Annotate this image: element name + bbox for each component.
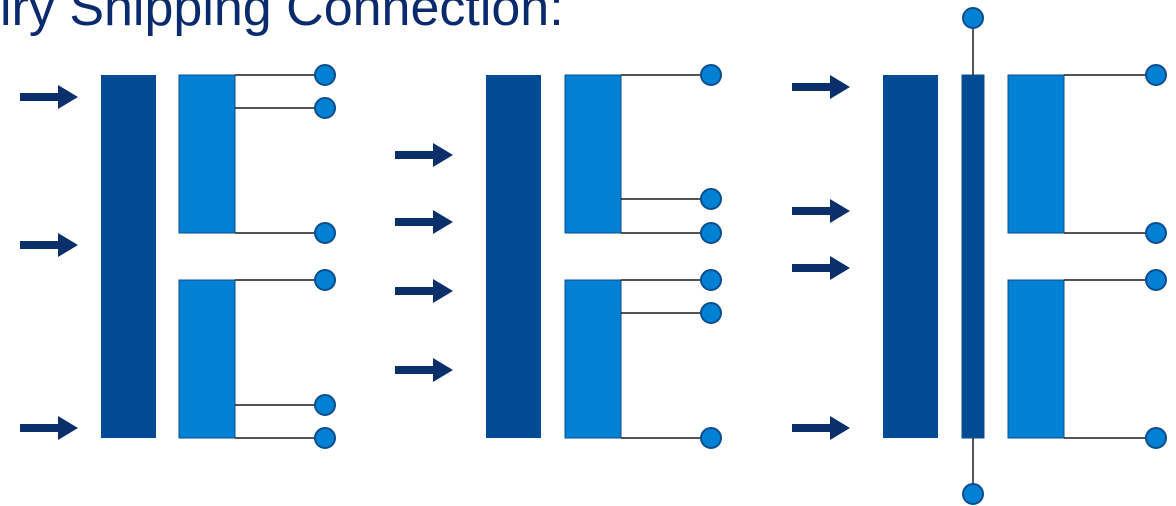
terminal: [700, 188, 722, 210]
winding-lower: [178, 279, 236, 439]
flow-arrow: [792, 199, 850, 223]
terminal: [314, 64, 336, 86]
terminal: [314, 427, 336, 449]
shield-bar: [961, 74, 985, 439]
winding-upper: [178, 74, 236, 234]
core-bar: [101, 75, 156, 438]
connection-diagram-2: [395, 64, 722, 449]
connection-diagram-3: [792, 7, 1167, 505]
flow-arrow: [20, 233, 78, 257]
flow-arrow: [20, 416, 78, 440]
terminal: [1145, 427, 1167, 449]
flow-arrow: [20, 85, 78, 109]
terminal: [314, 269, 336, 291]
flow-arrow: [395, 143, 453, 167]
winding-lower: [1007, 279, 1065, 439]
terminal: [700, 64, 722, 86]
flow-arrow: [792, 256, 850, 280]
terminal: [314, 394, 336, 416]
winding-upper: [1007, 74, 1065, 234]
terminal: [1145, 64, 1167, 86]
terminal: [314, 222, 336, 244]
flow-arrow: [792, 416, 850, 440]
winding-lower: [564, 279, 622, 439]
terminal: [700, 427, 722, 449]
page-title: iry Shipping Connection:: [0, 0, 564, 37]
terminal: [1145, 222, 1167, 244]
terminal: [700, 302, 722, 324]
connection-diagram-1: [20, 64, 336, 449]
winding-upper: [564, 74, 622, 234]
terminal-shield-top: [962, 7, 984, 29]
flow-arrow: [395, 210, 453, 234]
lead-lines: [621, 74, 701, 439]
flow-arrow: [395, 279, 453, 303]
terminal: [314, 97, 336, 119]
core-bar: [486, 75, 541, 438]
terminal: [700, 269, 722, 291]
lead-lines: [1064, 74, 1150, 439]
terminal: [1145, 269, 1167, 291]
lead-lines: [235, 74, 315, 439]
terminal: [700, 222, 722, 244]
core-bar: [883, 75, 938, 438]
flow-arrow: [792, 75, 850, 99]
flow-arrow: [395, 358, 453, 382]
terminal-shield-bottom: [962, 483, 984, 505]
